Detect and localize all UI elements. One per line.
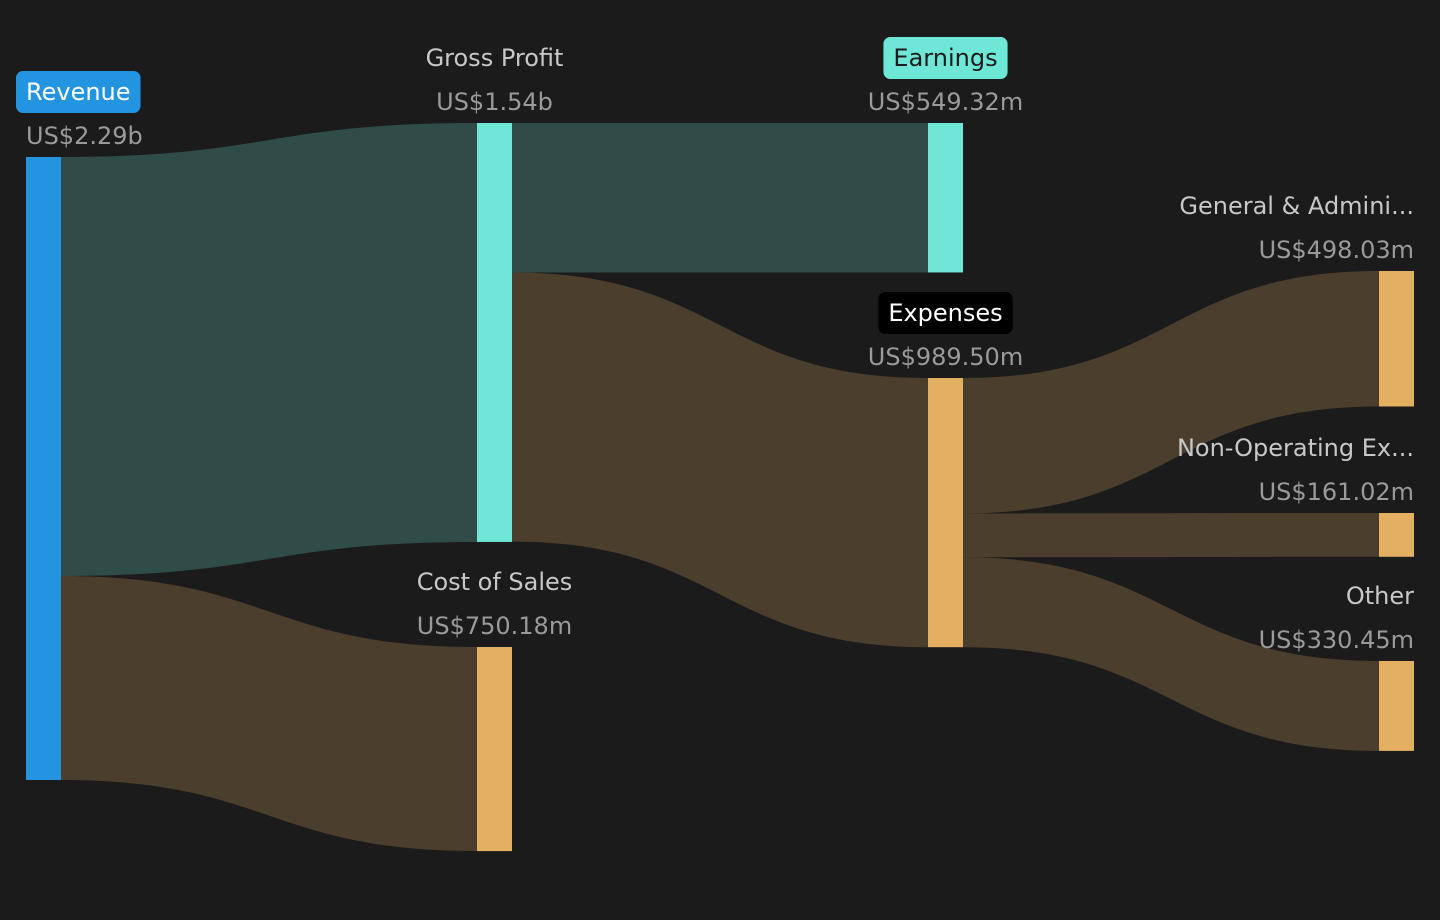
node-bar-general_admin [1379,271,1414,407]
node-value-cost_of_sales: US$750.18m [417,612,572,640]
node-bar-other [1379,661,1414,751]
node-bar-gross_profit [477,123,512,542]
node-bar-revenue [26,157,61,780]
node-name-general_admin: General & Admini... [1179,192,1414,220]
node-name-earnings: Earnings [893,44,997,72]
node-bar-earnings [928,123,963,273]
node-label-general_admin: General & Admini... US$498.03m [1179,192,1414,264]
link-expenses-to-general_admin [963,271,1379,514]
link-revenue-to-cost_of_sales [61,575,477,852]
node-value-other: US$330.45m [1259,626,1414,654]
node-pill-revenue [16,71,141,113]
node-value-non_operating: US$161.02m [1259,478,1414,506]
sankey-links [61,123,1379,852]
node-pill-expenses [878,292,1013,334]
link-gross_profit-to-earnings [512,123,928,273]
link-gross_profit-to-expenses [512,272,928,648]
node-name-cost_of_sales: Cost of Sales [417,568,573,596]
node-bar-cost_of_sales [477,647,512,852]
node-pill-earnings [883,37,1008,79]
node-name-gross_profit: Gross Profit [426,44,564,72]
node-value-general_admin: US$498.03m [1259,236,1414,264]
node-name-other: Other [1346,582,1414,610]
node-name-expenses: Expenses [888,299,1002,327]
node-name-non_operating: Non-Operating Ex... [1177,434,1414,462]
node-value-revenue: US$2.29b [26,122,143,150]
node-bar-expenses [928,378,963,648]
node-value-earnings: US$549.32m [868,88,1023,116]
node-bar-non_operating [1379,513,1414,557]
link-expenses-to-other [963,557,1379,751]
node-label-non_operating: Non-Operating Ex... US$161.02m [1177,434,1414,506]
node-name-revenue: Revenue [26,78,131,106]
node-value-gross_profit: US$1.54b [436,88,553,116]
sankey-nodes [26,123,1414,852]
link-expenses-to-non_operating [963,513,1379,558]
node-value-expenses: US$989.50m [868,343,1023,371]
link-revenue-to-gross_profit [61,123,477,576]
